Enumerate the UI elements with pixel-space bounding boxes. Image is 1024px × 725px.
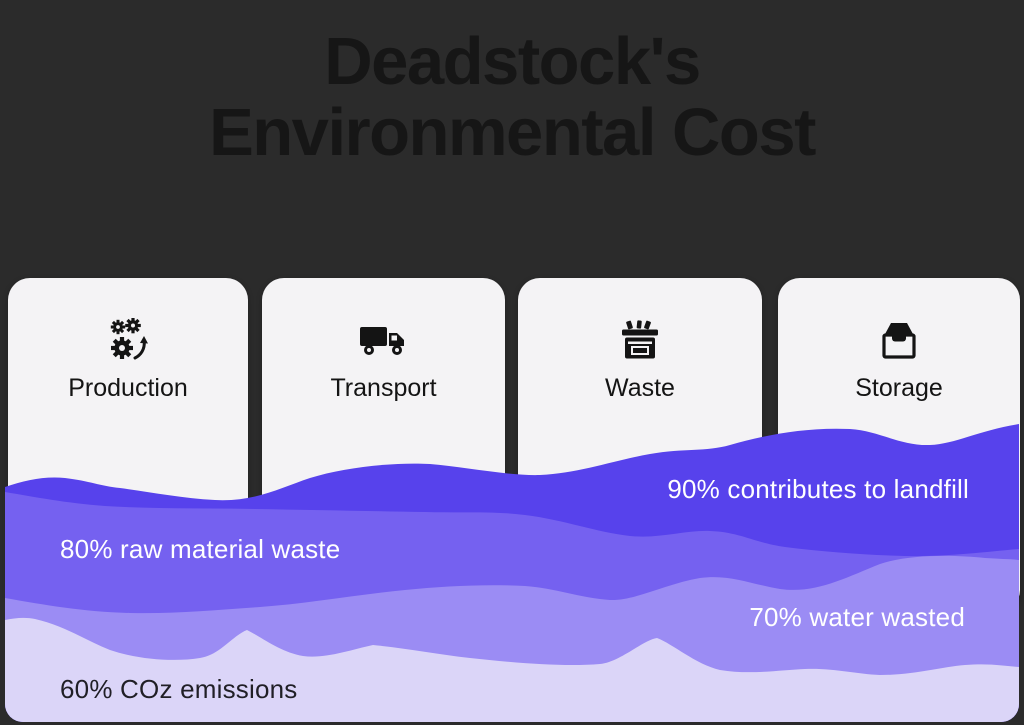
gears-icon [104,318,152,364]
wave-chart: 90% contributes to landfill 80% raw mate… [5,412,1019,722]
card-label-production: Production [68,374,188,402]
dumpster-icon [618,318,662,364]
stat-water-wasted: 70% water wasted [749,602,965,632]
stat-landfill: 90% contributes to landfill [667,474,969,504]
truck-icon [359,318,409,364]
storage-box-icon [876,318,922,364]
stat-co2-emissions: 60% COz emissions [60,674,298,704]
card-label-waste: Waste [605,374,675,402]
wave-band-60 [5,617,1019,722]
stat-raw-material-waste: 80% raw material waste [60,534,341,564]
card-label-transport: Transport [330,374,437,402]
title-line-2: Environmental Cost [209,95,816,171]
title-line-1: Deadstock's [324,24,701,99]
card-label-storage: Storage [855,374,943,402]
